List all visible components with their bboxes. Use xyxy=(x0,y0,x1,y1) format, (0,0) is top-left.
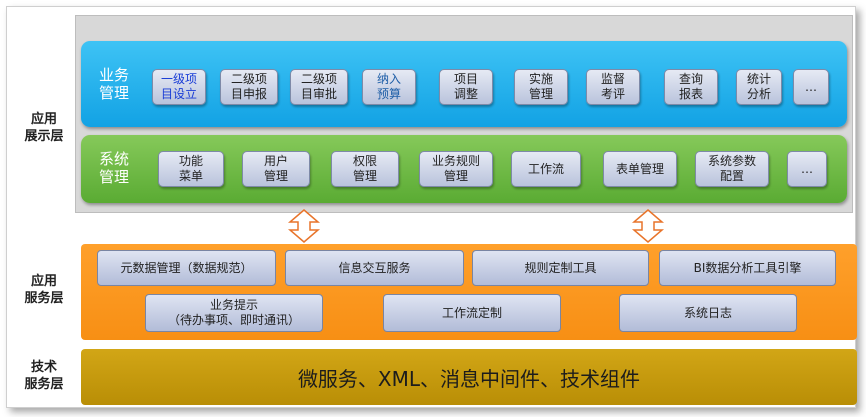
service-item-button-label: BI数据分析工具引擎 xyxy=(693,260,802,275)
service-item-button[interactable]: 工作流定制 xyxy=(383,294,561,332)
system-item-button[interactable]: … xyxy=(787,151,827,187)
business-item-button[interactable]: 监督考评 xyxy=(586,69,640,105)
service-item-button-label: 工作流定制 xyxy=(441,305,502,320)
business-item-button-label: 二级项 xyxy=(300,72,337,86)
system-band-title: 系统 管理 xyxy=(89,150,139,186)
layer-label-line: 技术 xyxy=(30,360,57,375)
business-item-button[interactable]: 统计分析 xyxy=(736,69,782,105)
system-item-button-label: 管理 xyxy=(443,169,468,183)
system-item-button-label: 功能 xyxy=(178,154,203,168)
business-item-button[interactable]: 项目调整 xyxy=(439,69,493,105)
layer-label-line: 应用 xyxy=(30,112,57,127)
band-title-line: 业务 xyxy=(98,66,129,84)
business-item-button-label: 实施 xyxy=(528,72,553,86)
business-item-button[interactable]: 查询报表 xyxy=(664,69,718,105)
system-item-button-label: 系统参数 xyxy=(707,154,756,168)
business-item-button-label: 一级项 xyxy=(160,72,197,86)
business-item-button-label: 监督 xyxy=(600,72,625,86)
application-service-band: 元数据管理（数据规范） 信息交互服务 规则定制工具 BI数据分析工具引擎业务提示（待办… xyxy=(81,244,857,340)
system-item-button[interactable]: 用户管理 xyxy=(242,151,310,187)
business-band-title: 业务 管理 xyxy=(89,66,139,102)
service-item-button[interactable]: 业务提示（待办事项、即时通讯） xyxy=(145,294,323,332)
business-item-button[interactable]: 纳入预算 xyxy=(362,69,416,105)
technical-service-band: 微服务、XML、消息中间件、技术组件 xyxy=(81,349,857,405)
system-item-button-label: 业务规则 xyxy=(431,154,480,168)
service-item-button[interactable]: 元数据管理（数据规范） xyxy=(97,250,276,286)
system-item-button-label: 工作流 xyxy=(527,161,564,176)
service-item-button-label: 系统日志 xyxy=(683,305,732,320)
business-item-button-label: 管理 xyxy=(528,87,553,101)
system-item-button-label: 权限 xyxy=(352,154,377,168)
service-item-button[interactable]: 信息交互服务 xyxy=(285,250,464,286)
business-item-button-label: 纳入 xyxy=(376,72,401,86)
business-item-button-label: 预算 xyxy=(376,87,401,101)
system-item-button[interactable]: 功能菜单 xyxy=(158,151,224,187)
business-item-button-label: 目审批 xyxy=(300,87,337,101)
band-title-line: 管理 xyxy=(98,168,129,186)
business-item-button[interactable]: 一级项目设立 xyxy=(152,69,206,105)
system-item-button-label: 管理 xyxy=(263,169,288,183)
band-title-line: 管理 xyxy=(98,84,129,102)
business-item-button-label: … xyxy=(805,79,817,94)
system-item-button[interactable]: 业务规则管理 xyxy=(419,151,493,187)
system-item-button-label: … xyxy=(801,161,813,176)
system-item-button[interactable]: 系统参数配置 xyxy=(695,151,769,187)
business-item-button[interactable]: 二级项目审批 xyxy=(290,69,348,105)
business-item-button-label: 统计 xyxy=(746,72,771,86)
system-item-button-label: 配置 xyxy=(719,169,744,183)
layer-label-service: 应用 服务层 xyxy=(15,273,73,307)
business-item-button[interactable]: 二级项目申报 xyxy=(220,69,278,105)
layer-label-line: 服务层 xyxy=(24,377,64,392)
service-item-button-label: （待办事项、即时通讯） xyxy=(167,313,300,327)
layer-label-display: 应用 展示层 xyxy=(15,111,73,145)
business-item-button-label: 调整 xyxy=(453,87,478,101)
business-management-band: 业务 管理 一级项目设立二级项目申报二级项目审批纳入预算项目调整实施管理监督考评… xyxy=(81,41,847,127)
business-item-button-label: 分析 xyxy=(746,87,771,101)
system-item-button-label: 管理 xyxy=(352,169,377,183)
system-item-button-label: 表单管理 xyxy=(615,161,664,176)
service-item-button[interactable]: BI数据分析工具引擎 xyxy=(659,250,836,286)
business-item-button[interactable]: 实施管理 xyxy=(514,69,568,105)
layer-label-line: 展示层 xyxy=(24,129,64,144)
layer-label-line: 应用 xyxy=(30,274,57,289)
system-item-button[interactable]: 表单管理 xyxy=(603,151,677,187)
business-item-button-label: 目申报 xyxy=(230,87,267,101)
system-item-button-label: 用户 xyxy=(263,154,288,168)
double-arrow-icon xyxy=(631,209,665,243)
system-item-button[interactable]: 工作流 xyxy=(511,151,581,187)
service-item-button-label: 信息交互服务 xyxy=(338,260,411,275)
layer-label-tech: 技术 服务层 xyxy=(15,359,73,393)
system-item-button-label: 菜单 xyxy=(178,169,203,183)
band-title-line: 系统 xyxy=(98,150,129,168)
service-item-button[interactable]: 规则定制工具 xyxy=(472,250,649,286)
layer-label-line: 服务层 xyxy=(24,291,64,306)
system-management-band: 系统 管理 功能菜单用户管理权限管理业务规则管理工作流表单管理系统参数配置… xyxy=(81,135,847,203)
business-item-button-label: 目设立 xyxy=(160,87,197,101)
system-item-button[interactable]: 权限管理 xyxy=(331,151,399,187)
service-item-button-label: 元数据管理（数据规范） xyxy=(120,260,253,275)
double-arrow-icon xyxy=(287,209,321,243)
business-item-button[interactable]: … xyxy=(793,69,829,105)
architecture-diagram: 应用 展示层 应用 服务层 技术 服务层 业务 管理 一级项目设立二级项目申报二… xyxy=(6,6,857,408)
business-item-button-label: 查询 xyxy=(678,72,703,86)
business-item-button-label: 项目 xyxy=(453,72,478,86)
business-item-button-label: 二级项 xyxy=(230,72,267,86)
service-item-button[interactable]: 系统日志 xyxy=(619,294,797,332)
service-item-button-label: 业务提示 xyxy=(209,298,258,312)
business-item-button-label: 报表 xyxy=(678,87,703,101)
tech-band-text: 微服务、XML、消息中间件、技术组件 xyxy=(297,366,641,391)
service-item-button-label: 规则定制工具 xyxy=(524,260,597,275)
business-item-button-label: 考评 xyxy=(600,87,625,101)
